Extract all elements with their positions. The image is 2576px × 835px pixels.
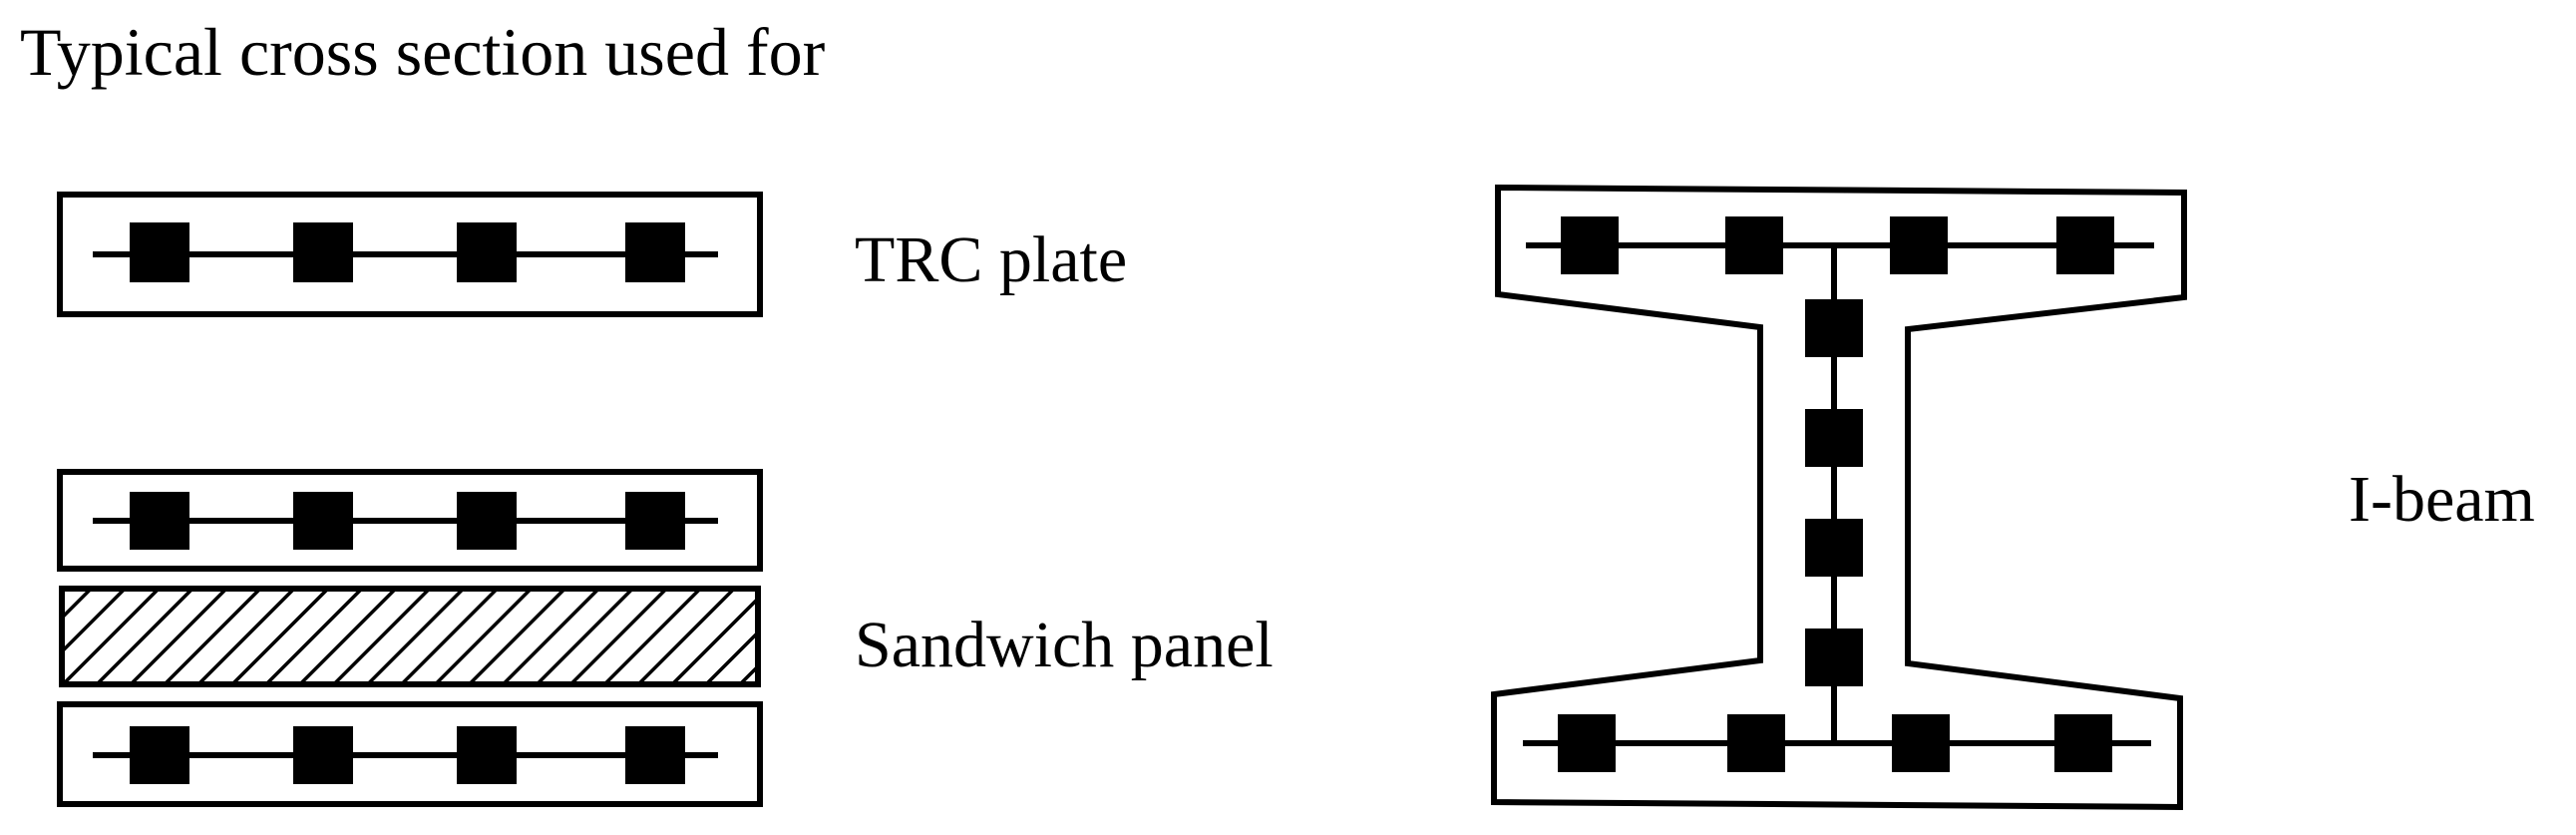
sandwich-core-hatch — [59, 586, 761, 687]
i-beam-section — [1491, 184, 2187, 811]
i-beam-label: I-beam — [2349, 463, 2535, 536]
sandwich-panel-label: Sandwich panel — [855, 609, 1274, 681]
sandwich-panel-section — [57, 469, 763, 807]
trc-plate-section — [57, 192, 763, 317]
diagram-title: Typical cross section used for — [20, 14, 826, 90]
trc-plate-label: TRC plate — [855, 223, 1127, 296]
